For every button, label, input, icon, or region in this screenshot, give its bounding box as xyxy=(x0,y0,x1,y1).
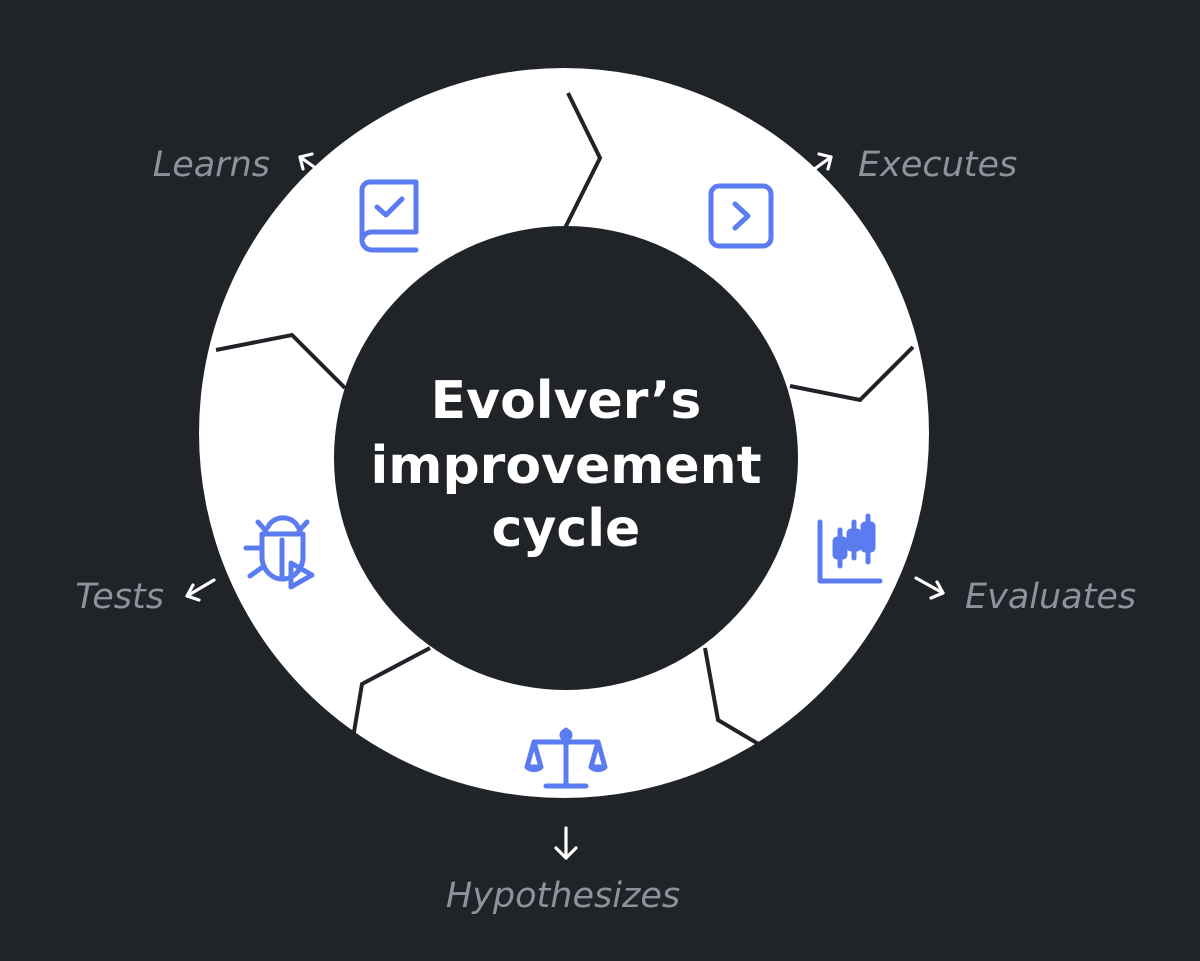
title-line-3: cycle xyxy=(492,499,641,559)
stage-label-evaluates: Evaluates xyxy=(965,577,1136,617)
arrow-hypothesizes xyxy=(554,826,578,860)
arrow-executes xyxy=(800,152,833,180)
book-check-icon xyxy=(359,179,419,253)
seam-learns-executes xyxy=(563,92,603,229)
arrow-learns xyxy=(298,152,332,180)
cycle-title: Evolver’s improvement cycle xyxy=(370,371,761,559)
stage-label-executes: Executes xyxy=(858,145,1017,185)
candlestick-chart-icon xyxy=(817,513,883,584)
arrow-tests xyxy=(185,578,216,602)
title-line-2: improvement xyxy=(370,436,761,496)
cycle-hub xyxy=(334,226,798,690)
scale-balance-icon xyxy=(524,727,608,789)
segment-seams xyxy=(215,92,915,757)
arrow-evaluates xyxy=(914,576,945,600)
seam-evaluates-hypothesizes xyxy=(703,647,779,757)
seam-executes-evaluates xyxy=(789,345,915,403)
terminal-chevron-icon xyxy=(708,183,774,249)
title-line-1: Evolver’s xyxy=(431,371,702,431)
seam-hypothesizes-tests xyxy=(348,646,431,757)
seam-tests-learns xyxy=(215,332,347,390)
stage-label-hypothesizes: Hypothesizes xyxy=(446,876,680,916)
bug-play-icon xyxy=(243,515,315,590)
stage-label-learns: Learns xyxy=(153,145,270,185)
stage-label-tests: Tests xyxy=(75,577,164,617)
